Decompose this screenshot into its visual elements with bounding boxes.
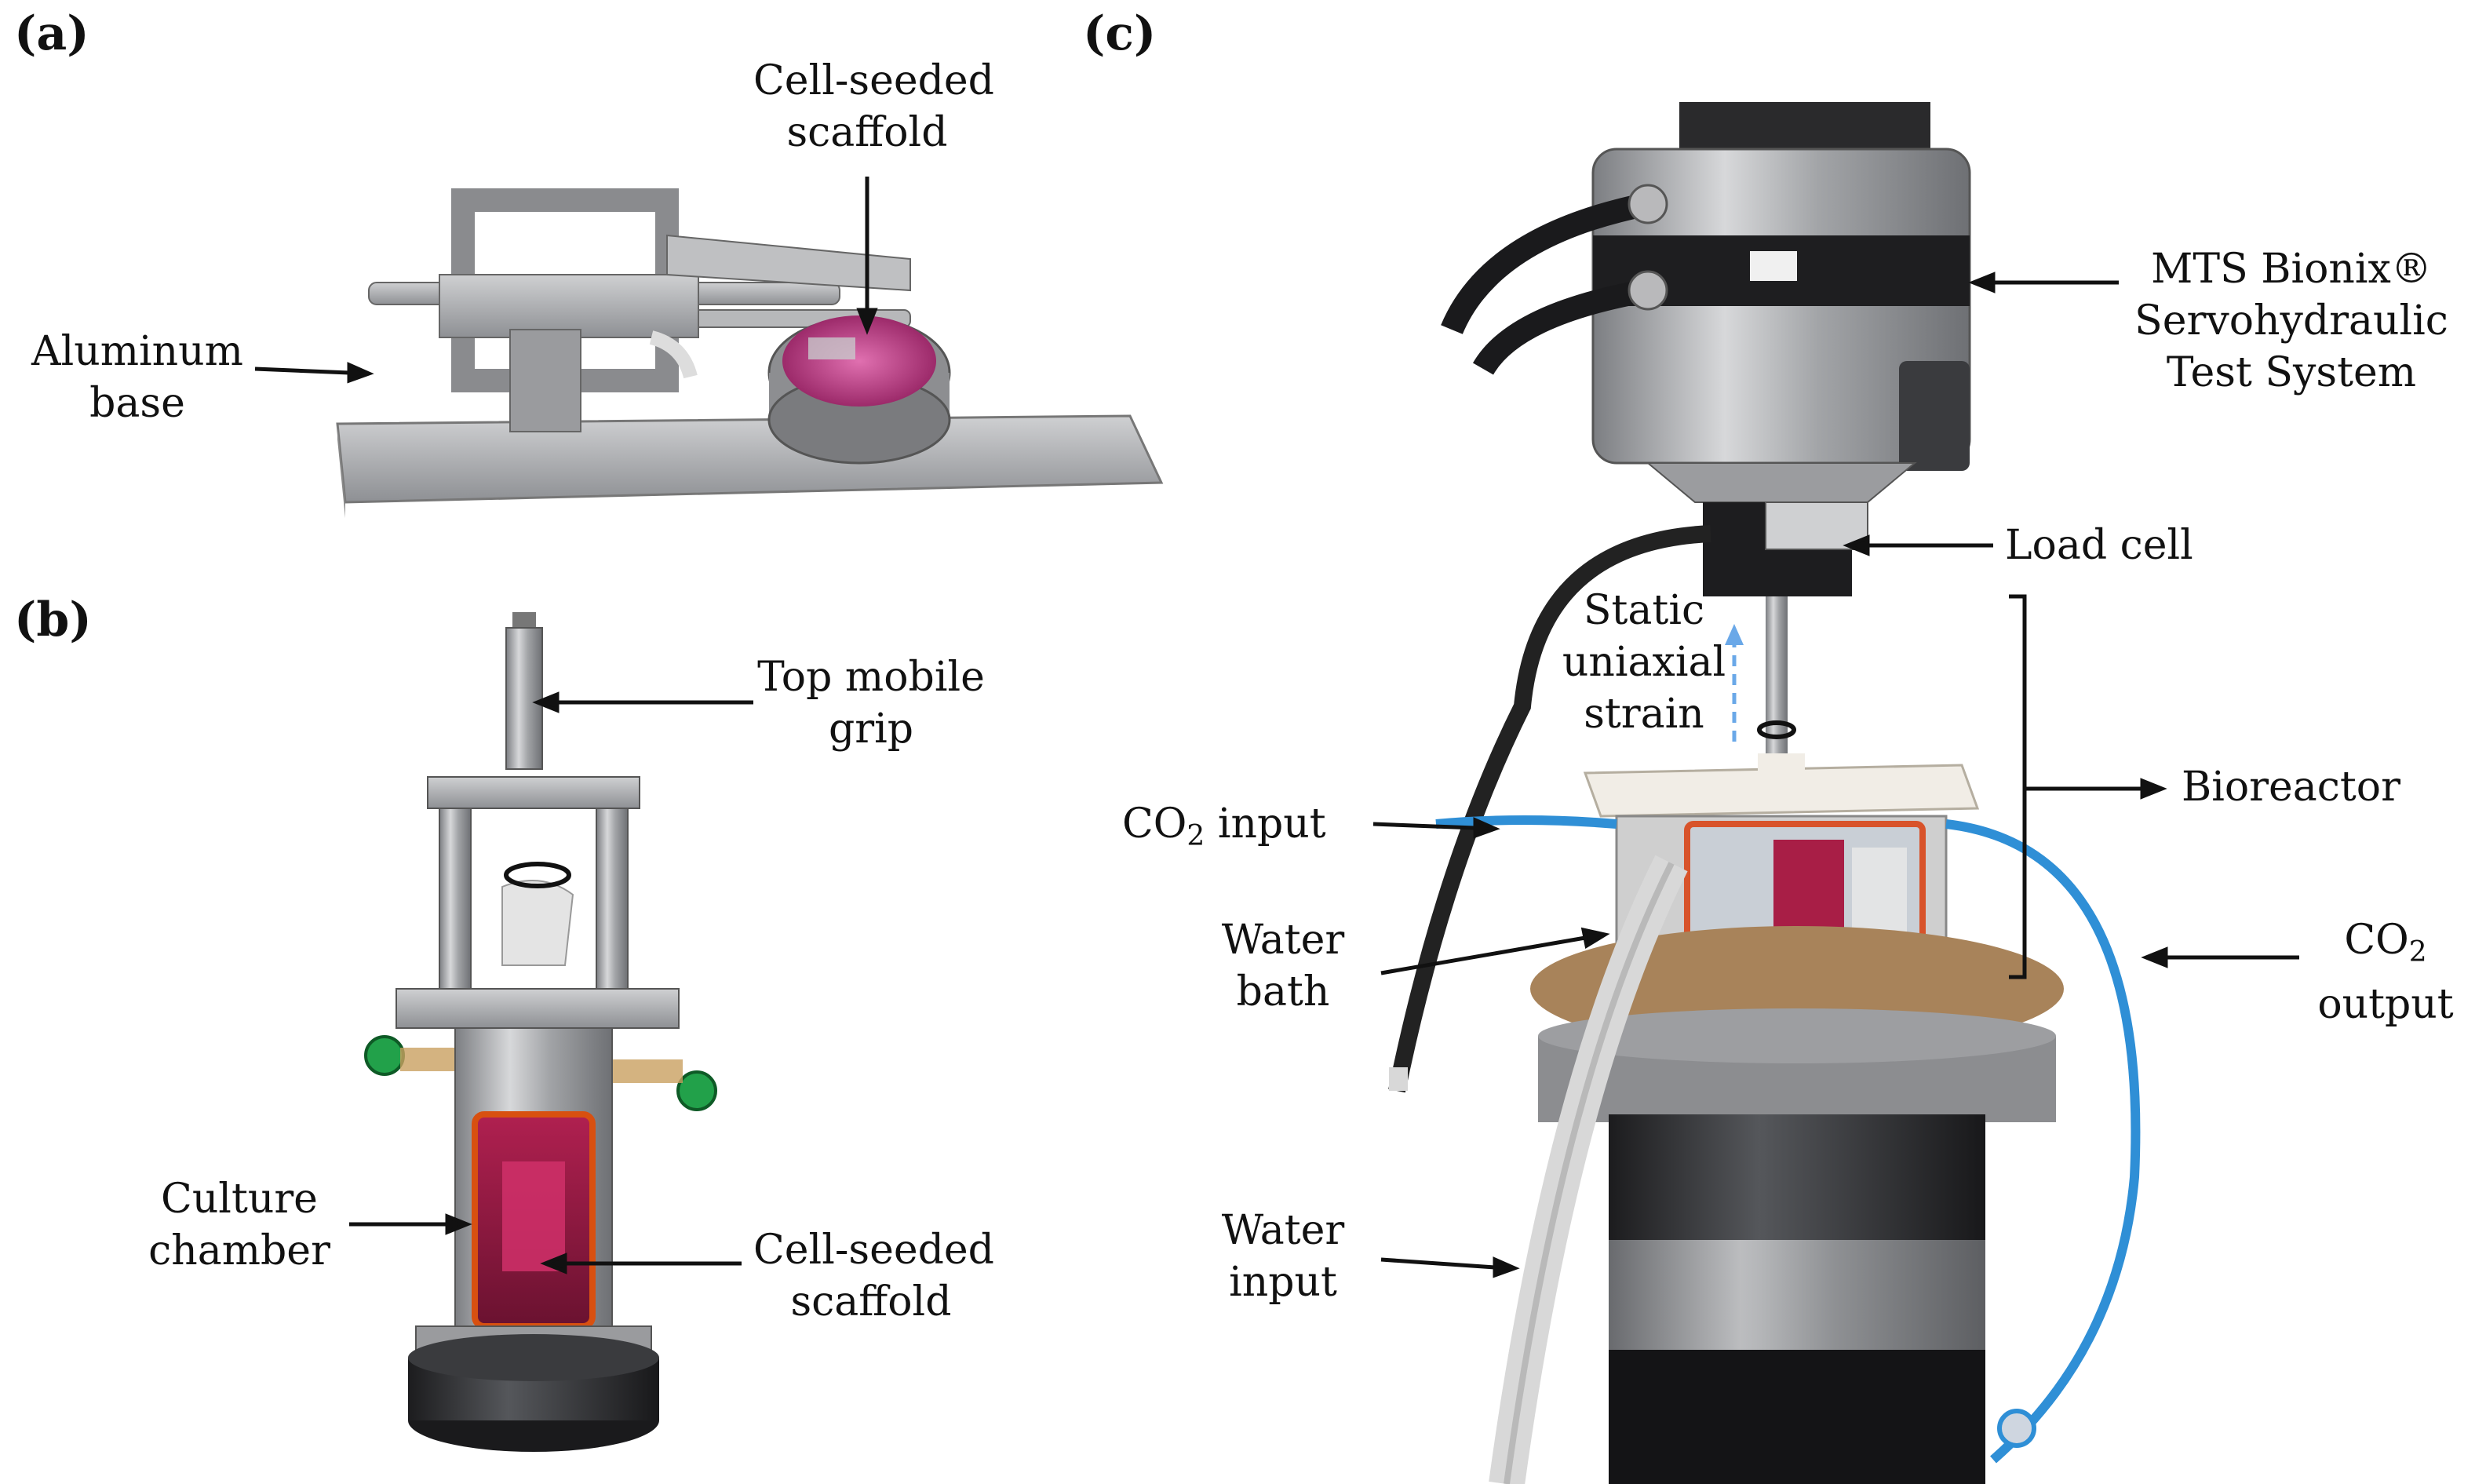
- label-c-bioreactor: Bioreactor: [2182, 764, 2400, 811]
- label-a-cell-seeded-scaffold: Cell-seeded scaffold: [753, 57, 994, 156]
- arrows: [254, 177, 2299, 1278]
- label-c-water-input: Water input: [1221, 1207, 1345, 1306]
- panel-tag-b: (b): [14, 593, 92, 647]
- label-b-cell-seeded-scaffold: Cell-seeded scaffold: [753, 1227, 994, 1325]
- panel-tag-c: (c): [1083, 6, 1157, 61]
- label-b-top-mobile-grip: Top mobile grip: [757, 654, 985, 753]
- panel-b-photo: [364, 612, 717, 1452]
- panel-tag-a: (a): [14, 6, 89, 61]
- label-c-water-bath: Water bath: [1221, 917, 1345, 1015]
- label-b-culture-chamber: Culture chamber: [148, 1176, 330, 1274]
- label-a-aluminum-base: Aluminum base: [31, 328, 243, 427]
- label-c-co2-input: CO2 input: [1122, 800, 1326, 852]
- strain-arrow-head: [1725, 624, 1744, 645]
- label-c-co2-output: CO2 output: [2317, 917, 2454, 1028]
- panel-a-photo: [336, 188, 1164, 518]
- label-c-static-strain: Static uniaxial strain: [1562, 587, 1726, 738]
- panel-c-photo: [1388, 102, 2141, 1484]
- label-c-mts: MTS Bionix® Servohydraulic Test System: [2134, 246, 2448, 396]
- label-c-load-cell: Load cell: [2005, 522, 2193, 569]
